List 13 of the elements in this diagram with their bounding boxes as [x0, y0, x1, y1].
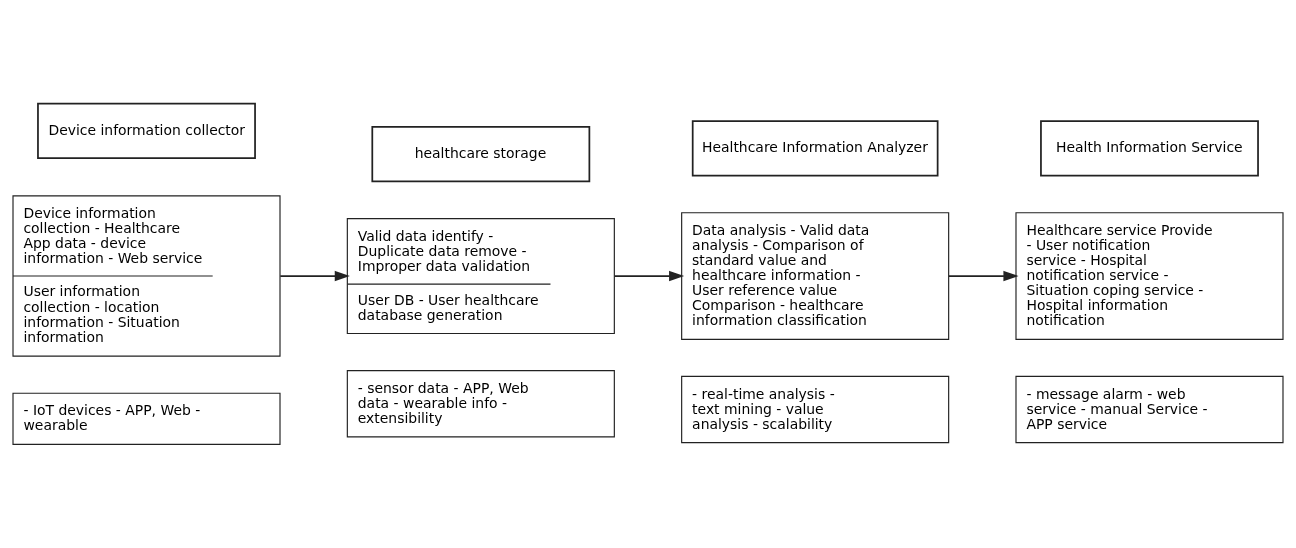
node-box: Healthcare service Provide - User notification service - Hospital notification service - Situation coping service - Hospital information notification — [1015, 212, 1284, 340]
node-box: Health Information Service — [1040, 120, 1259, 177]
node-box: Healthcare Information Analyzer — [691, 120, 939, 177]
node-box: Data analysis - Valid data analysis - Comparison of standard value and healthcare information - User reference value Comparison - healthcare information classification — [681, 212, 950, 340]
arrow — [279, 270, 350, 282]
node-box: - IoT devices - APP, Web - wearable — [12, 392, 281, 445]
node-box: - real-time analysis - text mining - value analysis - scalability — [681, 375, 950, 444]
node-box: healthcare storage — [371, 126, 591, 183]
node-box: - sensor data - APP, Web data - wearable info - extensibility — [346, 370, 615, 438]
node-box: - message alarm - web service - manual Service - APP service — [1015, 375, 1284, 444]
arrow — [948, 270, 1019, 282]
arrow — [613, 270, 685, 282]
node-box: Device information collector — [37, 102, 256, 160]
